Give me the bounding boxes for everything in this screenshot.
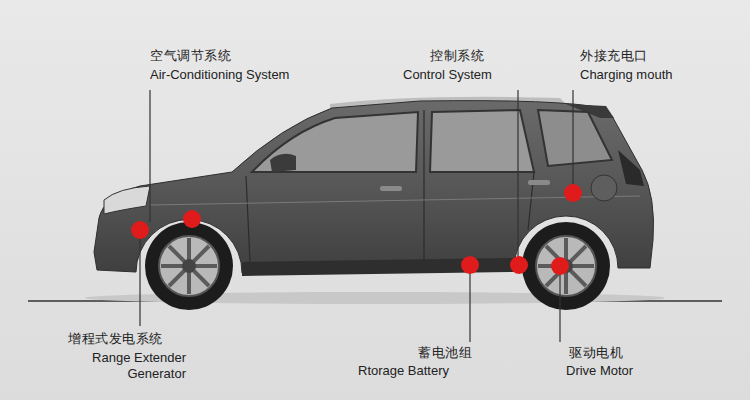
- label-zh: 外接充电口: [580, 48, 648, 64]
- front-wheel: [145, 222, 233, 310]
- door-line: [246, 110, 534, 262]
- door-handle: [528, 180, 550, 185]
- label-zh: 空气调节系统: [150, 48, 231, 64]
- label-zh: 驱动电机: [569, 345, 623, 361]
- label-en: Rtorage Battery: [358, 363, 449, 379]
- taillight: [618, 150, 644, 186]
- rear-wheel: [522, 222, 610, 310]
- mirror: [270, 154, 296, 172]
- headlight: [104, 186, 150, 214]
- label-en: Range Extender Generator: [55, 350, 186, 382]
- front-window: [252, 112, 418, 172]
- label-en: Air-Conditioning System: [150, 67, 289, 83]
- label-zh: 控制系统: [430, 48, 484, 64]
- label-zh: 蓄电池组: [418, 345, 472, 361]
- quarter-window: [538, 110, 612, 166]
- leader-lines: [140, 90, 573, 342]
- label-en: Charging mouth: [580, 67, 673, 83]
- marker-dots: [131, 184, 582, 275]
- door-handle: [380, 186, 402, 191]
- fuel-cap: [591, 175, 617, 201]
- label-en: Drive Motor: [566, 363, 633, 379]
- label-zh: 增程式发电系统: [68, 331, 163, 347]
- label-en: Control System: [403, 67, 492, 83]
